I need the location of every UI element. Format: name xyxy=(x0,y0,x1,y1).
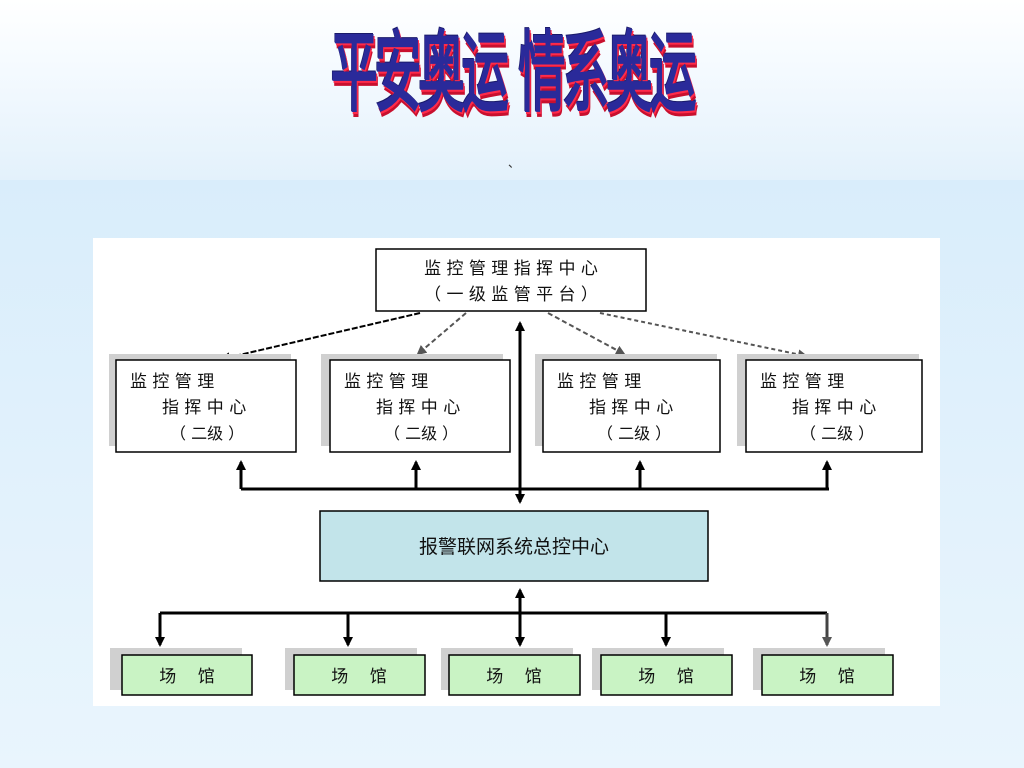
arrow-top-to-l2-3 xyxy=(547,312,626,355)
tick-mark: 、 xyxy=(508,156,521,170)
top-node-line2: （ 一 级 监 管 平 台 ） xyxy=(424,285,598,305)
l2-4-line1: 监 控 管 理 xyxy=(760,372,844,392)
l2-3-line2: 指 挥 中 心 xyxy=(589,398,673,418)
venue-node-4: 场 馆 xyxy=(592,648,733,696)
venue-1-label: 场 馆 xyxy=(159,667,215,687)
l2-3-line1: 监 控 管 理 xyxy=(557,372,641,392)
center-node: 报警联网系统总控中心 xyxy=(319,510,709,582)
level2-node-2: 监 控 管 理 指 挥 中 心 （ 二级 ） xyxy=(321,354,511,453)
level2-node-1: 监 控 管 理 指 挥 中 心 （ 二级 ） xyxy=(109,354,297,453)
level2-bus xyxy=(236,460,832,491)
l2-3-line3: （ 二级 ） xyxy=(597,424,671,443)
level2-node-3: 监 控 管 理 指 挥 中 心 （ 二级 ） xyxy=(535,354,721,453)
venue-4-label: 场 馆 xyxy=(638,667,694,687)
top-node: 监 控 管 理 指 挥 中 心 （ 一 级 监 管 平 台 ） xyxy=(375,248,647,312)
venue-node-1: 场 馆 xyxy=(110,648,253,696)
center-node-label: 报警联网系统总控中心 xyxy=(419,536,609,558)
arrow-top-to-l2-1 xyxy=(220,312,421,363)
venue-node-2: 场 馆 xyxy=(285,648,426,696)
top-fanout-arrows xyxy=(220,312,808,363)
l2-1-line3: （ 二级 ） xyxy=(170,424,244,443)
header-band xyxy=(0,0,1024,180)
level2-node-4: 监 控 管 理 指 挥 中 心 （ 二级 ） xyxy=(737,354,923,453)
venue-5-label: 场 馆 xyxy=(799,667,855,687)
diagram-panel xyxy=(93,238,940,706)
l2-2-line3: （ 二级 ） xyxy=(384,424,458,443)
slide-title: 平安奥运 情系奥运 xyxy=(330,21,697,125)
venue-2-label: 场 馆 xyxy=(331,667,387,687)
venue-node-5: 场 馆 xyxy=(753,648,894,696)
l2-2-line2: 指 挥 中 心 xyxy=(376,398,460,418)
l2-4-line3: （ 二级 ） xyxy=(800,424,874,443)
l2-2-line1: 监 控 管 理 xyxy=(344,372,428,392)
l2-4-line2: 指 挥 中 心 xyxy=(792,398,876,418)
venue-bus xyxy=(155,611,832,647)
venue-3-label: 场 馆 xyxy=(486,667,542,687)
arrow-top-to-l2-2 xyxy=(416,312,467,356)
venue-node-3: 场 馆 xyxy=(441,648,581,696)
top-node-line1: 监 控 管 理 指 挥 中 心 xyxy=(424,259,598,279)
arrow-top-to-l2-4 xyxy=(599,312,808,360)
l2-1-line2: 指 挥 中 心 xyxy=(162,398,246,418)
l2-1-line1: 监 控 管 理 xyxy=(130,372,214,392)
